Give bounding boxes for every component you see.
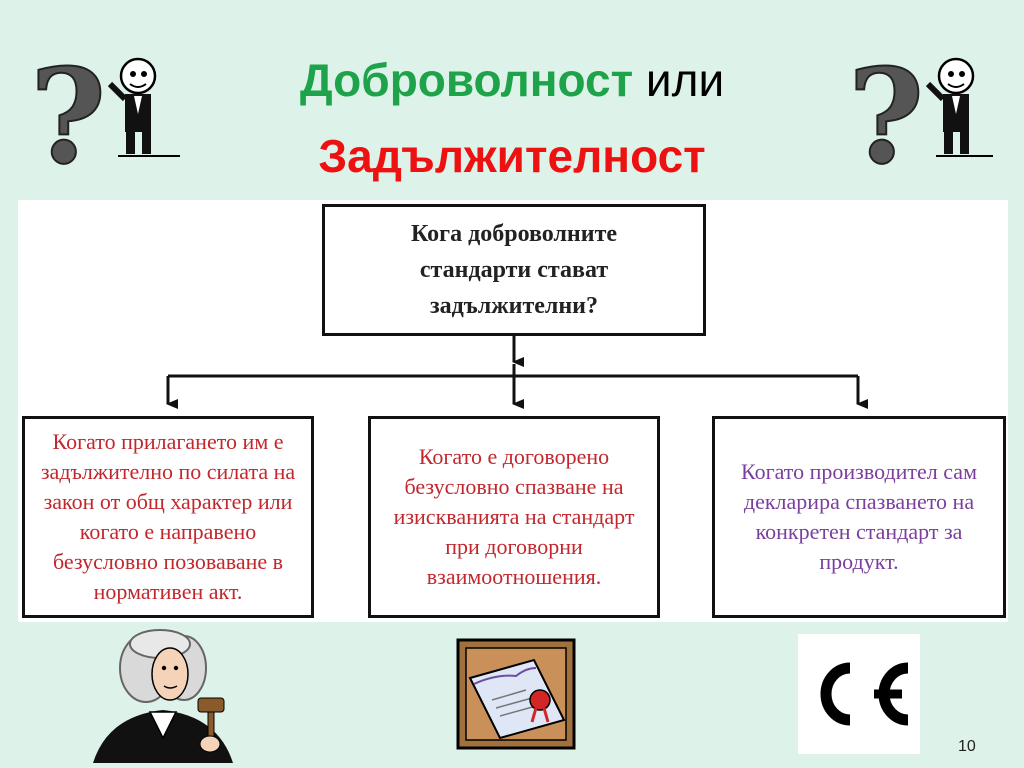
title-mandatory: Задължителност <box>318 130 706 182</box>
title-line-1: Доброволност или <box>0 52 1024 108</box>
case-text-law: Когато прилагането им е задължително по … <box>40 429 296 604</box>
page-number: 10 <box>958 738 976 755</box>
judge-icon <box>93 629 233 763</box>
question-text: Кога доброволните стандарти стават задъл… <box>410 221 618 319</box>
certificate-icon <box>456 638 576 750</box>
title-or: или <box>645 54 725 106</box>
case-text-contract: Когато е договорено безусловно спазване … <box>393 444 635 589</box>
case-box-law: Когато прилагането им е задължително по … <box>22 416 314 618</box>
question-box: Кога доброволните стандарти стават задъл… <box>322 204 706 336</box>
question-man-icon-right: ? <box>848 44 993 174</box>
case-box-contract: Когато е договорено безусловно спазване … <box>368 416 660 618</box>
ce-mark-icon <box>820 662 909 726</box>
question-man-icon-left: ? <box>30 44 180 174</box>
case-text-declaration: Когато производител сам декларира спазва… <box>740 459 977 574</box>
case-box-declaration: Когато производител сам декларира спазва… <box>712 416 1006 618</box>
svg-text:?: ? <box>30 44 106 174</box>
ce-mark-panel <box>798 634 920 754</box>
title-voluntary: Доброволност <box>299 54 634 106</box>
svg-text:?: ? <box>848 44 924 174</box>
